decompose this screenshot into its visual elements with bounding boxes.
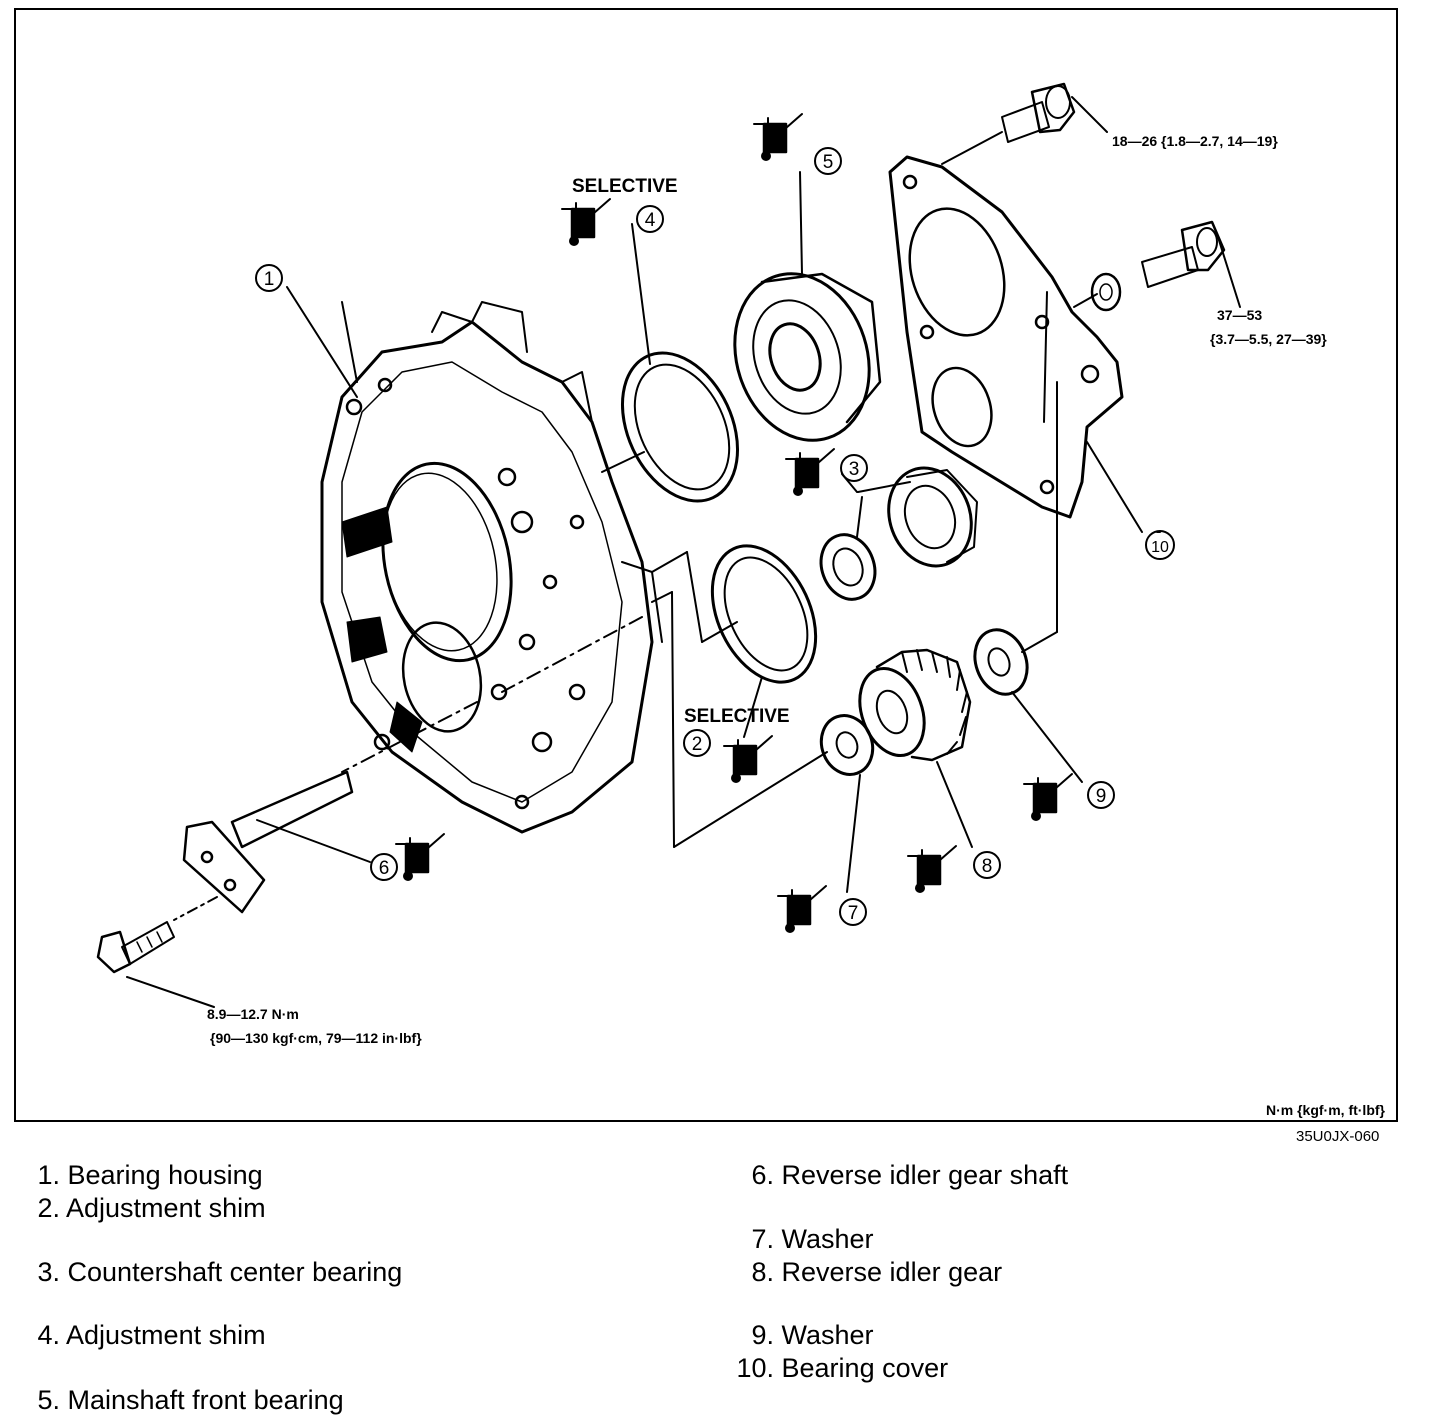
grease-can-icon: [784, 447, 836, 498]
selective-label-top: SELECTIVE: [572, 176, 678, 197]
svg-text:1: 1: [264, 269, 275, 290]
grease-can-icon: [1022, 772, 1074, 823]
torque-bottom-bolt-line1: 8.9—12.7 N·m: [207, 1006, 299, 1022]
legend-item-9: 9. Washer: [751, 1320, 874, 1350]
callout-2: 2: [683, 729, 711, 757]
callout-4: 4: [636, 205, 664, 233]
torque-right-bolt-line2: {3.7—5.5, 27—39}: [1210, 331, 1327, 347]
legend-item-2: 2. Adjustment shim: [37, 1193, 266, 1223]
washer-9: [973, 628, 1029, 696]
right-bolt: [1141, 220, 1226, 288]
svg-text:9: 9: [1096, 786, 1107, 807]
torque-top-bolt: 18—26 {1.8—2.7, 14—19}: [1112, 133, 1278, 149]
top-bolt: [1001, 82, 1076, 143]
legend-item-7: 7. Washer: [751, 1224, 874, 1254]
washer-7: [819, 714, 875, 776]
grease-can-icon: [906, 844, 958, 895]
reverse-idler-gear: [858, 648, 972, 762]
svg-text:7: 7: [848, 903, 859, 924]
mainshaft-front-bearing: [733, 272, 882, 442]
grease-can-icon: [394, 832, 446, 883]
svg-text:4: 4: [645, 210, 656, 231]
callout-6: 6: [370, 853, 398, 881]
small-washer: [1090, 272, 1122, 312]
adjustment-shim-4: [620, 351, 740, 503]
units-note: N·m {kgf·m, ft·lbf}: [1266, 1102, 1386, 1118]
callout-5: 5: [814, 147, 842, 175]
exploded-view-diagram: 1 2 3 4 5 6 7 8 9 10 SELECTIVE SELECTIVE…: [96, 82, 1386, 1118]
bearing-cover: [888, 155, 1124, 519]
callout-7: 7: [839, 898, 867, 926]
torque-bottom-bolt-line2: {90—130 kgf·cm, 79—112 in·lbf}: [210, 1030, 422, 1046]
adjustment-shim-2: [710, 544, 818, 684]
svg-text:10: 10: [1151, 539, 1169, 556]
callout-8: 8: [973, 851, 1001, 879]
legend-item-1: 1. Bearing housing: [37, 1160, 263, 1190]
svg-text:6: 6: [379, 858, 390, 879]
grease-can-icon: [776, 884, 828, 935]
grease-can-icon: [722, 734, 774, 785]
svg-text:5: 5: [823, 152, 834, 173]
leader-lines: [126, 96, 1241, 1008]
exploded-diagram-frame: 1 2 3 4 5 6 7 8 9 10 SELECTIVE SELECTIVE…: [14, 8, 1398, 1122]
grease-can-icon: [752, 112, 804, 163]
callout-1: 1: [255, 264, 283, 292]
legend-item-8: 8. Reverse idler gear: [751, 1257, 1003, 1287]
callout-10: 10: [1145, 530, 1175, 560]
bearing-housing: [320, 301, 663, 834]
legend-item-6: 6. Reverse idler gear shaft: [751, 1160, 1069, 1190]
reverse-idler-gear-shaft: [182, 770, 354, 914]
figure-code: 35U0JX-060: [1296, 1128, 1380, 1145]
callout-3: 3: [840, 454, 868, 482]
svg-text:3: 3: [849, 459, 860, 480]
svg-text:2: 2: [692, 734, 703, 755]
grease-can-icon: [560, 197, 612, 248]
selective-label-bottom: SELECTIVE: [684, 706, 790, 727]
svg-text:8: 8: [982, 856, 993, 877]
legend-item-10: 10. Bearing cover: [736, 1353, 949, 1383]
bottom-bolt: [96, 921, 175, 974]
legend-item-5: 5. Mainshaft front bearing: [37, 1385, 344, 1415]
legend-item-3: 3. Countershaft center bearing: [37, 1257, 403, 1287]
legend-item-4: 4. Adjustment shim: [37, 1320, 266, 1350]
callout-9: 9: [1087, 781, 1115, 809]
countershaft-center-bearing: [819, 466, 978, 601]
torque-right-bolt-line1: 37—53: [1217, 307, 1262, 323]
